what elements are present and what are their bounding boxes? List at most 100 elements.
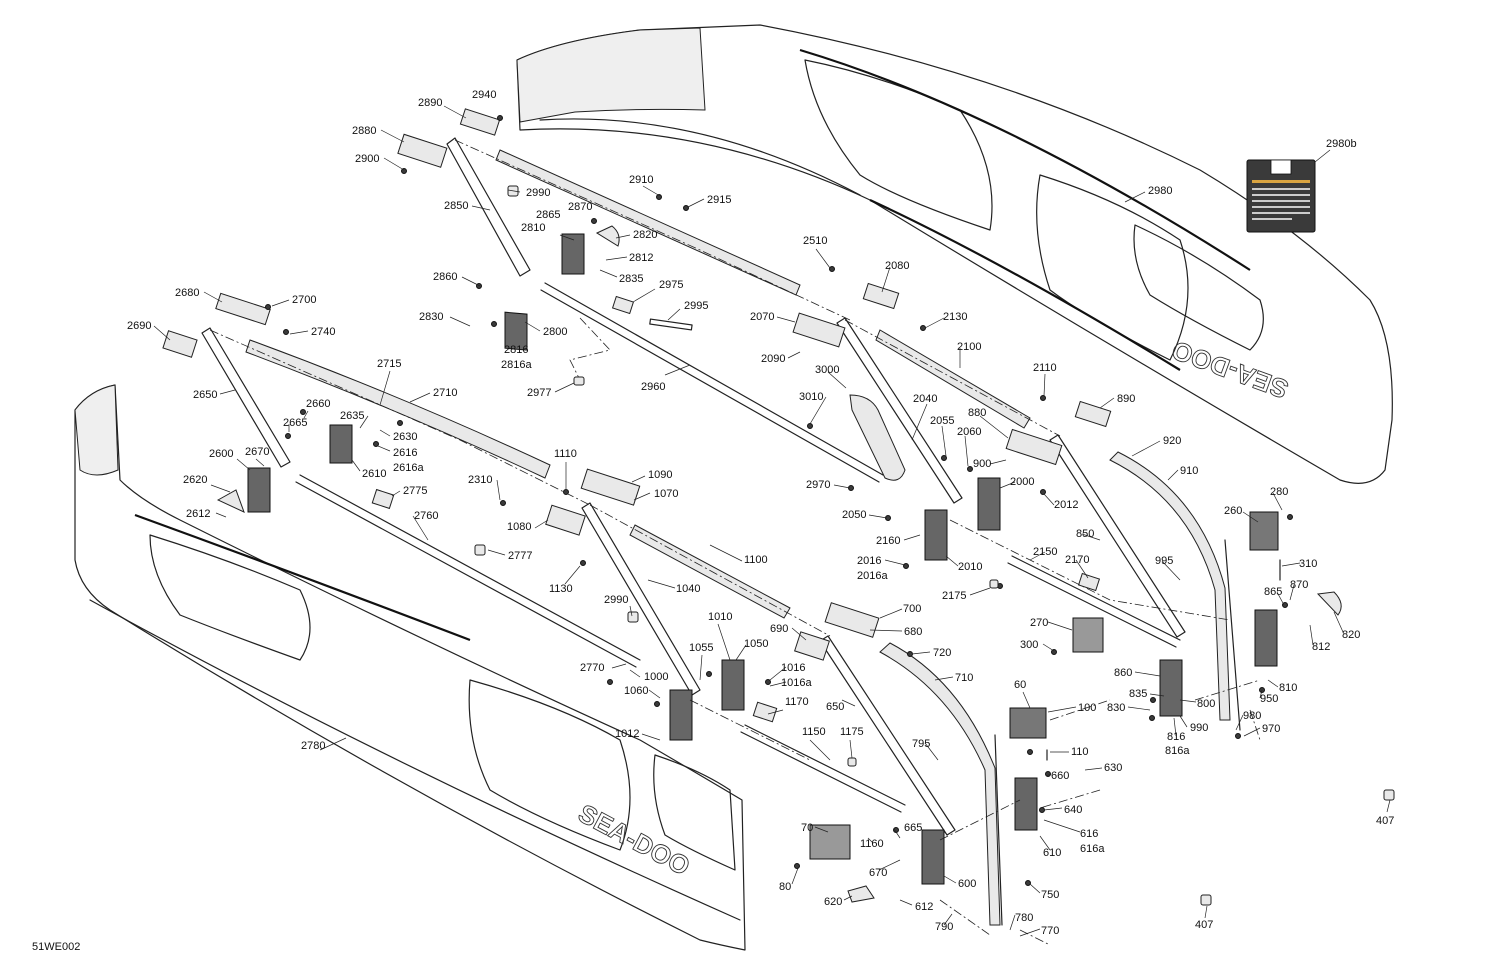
callout: 2820 bbox=[633, 229, 657, 241]
callout: 1016 bbox=[781, 662, 805, 674]
callout: 650 bbox=[826, 701, 844, 713]
callout: 2310 bbox=[468, 474, 492, 486]
side-panel-right: SEA-DOO bbox=[516, 24, 1393, 484]
callout: 2690 bbox=[127, 320, 151, 332]
callout: 60 bbox=[1014, 679, 1026, 691]
callout: 2650 bbox=[193, 389, 217, 401]
callout: 2970 bbox=[806, 479, 830, 491]
callout: 2010 bbox=[958, 561, 982, 573]
callout: 1055 bbox=[689, 642, 713, 654]
callout: 2130 bbox=[943, 311, 967, 323]
callout: 920 bbox=[1163, 435, 1181, 447]
callout: 690 bbox=[770, 623, 788, 635]
callout: 780 bbox=[1015, 912, 1033, 924]
callout: 2635 bbox=[340, 410, 364, 422]
callout: 620 bbox=[824, 896, 842, 908]
callout: 2816a bbox=[501, 359, 532, 371]
callout: 2775 bbox=[403, 485, 427, 497]
callout: 1050 bbox=[744, 638, 768, 650]
callout: 970 bbox=[1262, 723, 1280, 735]
callout: 2995 bbox=[684, 300, 708, 312]
callout: 770 bbox=[1041, 925, 1059, 937]
callout: 2910 bbox=[629, 174, 653, 186]
callout: 2070 bbox=[750, 311, 774, 323]
callout: 640 bbox=[1064, 804, 1082, 816]
callout: 2110 bbox=[1033, 362, 1057, 374]
callout: 610 bbox=[1043, 847, 1061, 859]
callout: 616a bbox=[1080, 843, 1105, 855]
callout: 2016a bbox=[857, 570, 888, 582]
callout: 2616a bbox=[393, 462, 424, 474]
callout: 3000 bbox=[815, 364, 839, 376]
leader-lines bbox=[153, 105, 1391, 937]
callout: 2990 bbox=[604, 594, 628, 606]
callout: 1040 bbox=[676, 583, 700, 595]
callout: 2090 bbox=[761, 353, 785, 365]
callout: 2080 bbox=[885, 260, 909, 272]
assembly-lines bbox=[209, 139, 1261, 946]
callout: 2630 bbox=[393, 431, 417, 443]
callout: 795 bbox=[912, 738, 930, 750]
callout: 2780 bbox=[301, 740, 325, 752]
callout: 110 bbox=[1071, 746, 1089, 758]
callout: 270 bbox=[1030, 617, 1048, 629]
callout: 700 bbox=[903, 603, 921, 615]
callout: 835 bbox=[1129, 688, 1147, 700]
callout: 70 bbox=[801, 822, 813, 834]
callout: 2835 bbox=[619, 273, 643, 285]
callout: 2850 bbox=[444, 200, 468, 212]
callout: 2816 bbox=[504, 344, 528, 356]
callout: 816a bbox=[1165, 745, 1190, 757]
callout: 870 bbox=[1290, 579, 1308, 591]
callout: 2616 bbox=[393, 447, 417, 459]
callout: 2100 bbox=[957, 341, 981, 353]
callout: 950 bbox=[1260, 693, 1278, 705]
callout: 2600 bbox=[209, 448, 233, 460]
callout: 2160 bbox=[876, 535, 900, 547]
callout: 1090 bbox=[648, 469, 672, 481]
callout: 2870 bbox=[568, 201, 592, 213]
callout: 2860 bbox=[433, 271, 457, 283]
callout: 810 bbox=[1279, 682, 1297, 694]
callout: 2620 bbox=[183, 474, 207, 486]
hardware-fasteners bbox=[265, 115, 1395, 906]
callout: 910 bbox=[1180, 465, 1198, 477]
callout: 890 bbox=[1117, 393, 1135, 405]
callout: 2975 bbox=[659, 279, 683, 291]
callout: 710 bbox=[955, 672, 973, 684]
callout: 2055 bbox=[930, 415, 954, 427]
callout: 800 bbox=[1197, 698, 1215, 710]
callout: 630 bbox=[1104, 762, 1122, 774]
callout: 310 bbox=[1299, 558, 1317, 570]
callout: 2980b bbox=[1326, 138, 1357, 150]
callout: 2016 bbox=[857, 555, 881, 567]
callout: 2170 bbox=[1065, 554, 1089, 566]
callout: 1000 bbox=[644, 671, 668, 683]
callout: 2760 bbox=[414, 510, 438, 522]
callout: 280 bbox=[1270, 486, 1288, 498]
callout: 670 bbox=[869, 867, 887, 879]
callout: 2960 bbox=[641, 381, 665, 393]
callout: 2665 bbox=[283, 417, 307, 429]
callout: 1080 bbox=[507, 521, 531, 533]
callout: 600 bbox=[958, 878, 976, 890]
callout: 1160 bbox=[860, 838, 884, 850]
callout: 612 bbox=[915, 901, 933, 913]
callout: 260 bbox=[1224, 505, 1242, 517]
callout: 2980 bbox=[1148, 185, 1172, 197]
callout: 2050 bbox=[842, 509, 866, 521]
callout: 2812 bbox=[629, 252, 653, 264]
callout: 2012 bbox=[1054, 499, 1078, 511]
callout: 1150 bbox=[802, 726, 826, 738]
callout: 880 bbox=[968, 407, 986, 419]
callout: 2915 bbox=[707, 194, 731, 206]
callout: 2900 bbox=[355, 153, 379, 165]
callout: 2800 bbox=[543, 326, 567, 338]
callout: 2510 bbox=[803, 235, 827, 247]
callout: 750 bbox=[1041, 889, 1059, 901]
callout: 2670 bbox=[245, 446, 269, 458]
callout: 1175 bbox=[840, 726, 864, 738]
callout: 812 bbox=[1312, 641, 1330, 653]
callout: 2715 bbox=[377, 358, 401, 370]
